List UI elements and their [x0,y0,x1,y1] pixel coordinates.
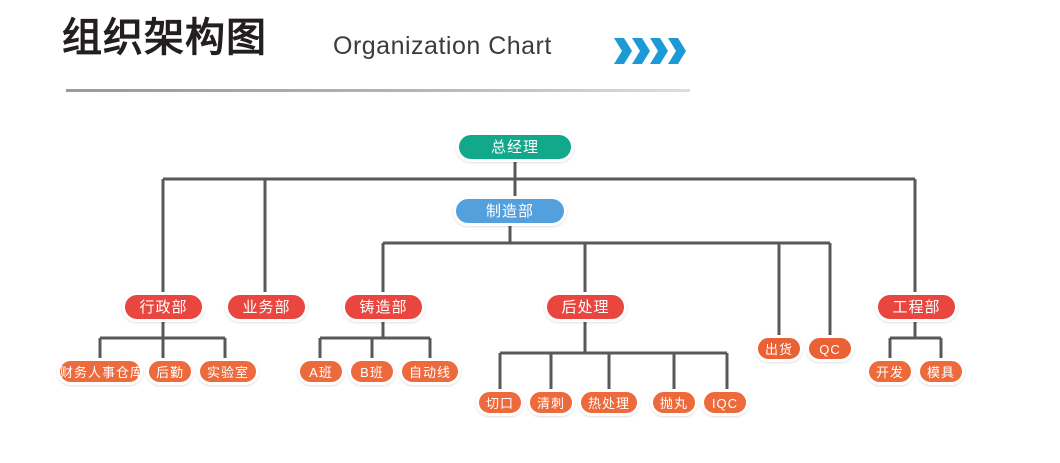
org-node-automatic-line[interactable]: 自动线 [399,358,461,385]
org-node-iqc[interactable]: IQC [701,389,749,416]
org-node-business-dept[interactable]: 业务部 [225,292,308,322]
org-node-shift-a[interactable]: A班 [297,358,345,385]
page-header: 组织架构图 Organization Chart [0,0,1060,100]
org-node-deburring[interactable]: 清刺 [527,389,575,416]
header-divider [66,89,690,92]
org-node-casting-dept[interactable]: 铸造部 [342,292,425,322]
org-node-qc[interactable]: QC [806,335,854,362]
org-node-administration-dept[interactable]: 行政部 [122,292,205,322]
org-node-cutting[interactable]: 切口 [476,389,524,416]
org-node-post-processing[interactable]: 后处理 [544,292,627,322]
double-chevron-right-icon [614,38,692,69]
org-node-laboratory[interactable]: 实验室 [197,358,259,385]
org-node-engineering-dept[interactable]: 工程部 [875,292,958,322]
org-node-shipping[interactable]: 出货 [755,335,803,362]
org-node-mold[interactable]: 模具 [917,358,965,385]
org-node-finance-hr-warehouse[interactable]: 财务人事仓库 [57,358,143,385]
org-node-logistics[interactable]: 后勤 [146,358,194,385]
org-node-manufacturing-dept[interactable]: 制造部 [453,196,567,226]
page-title-english: Organization Chart [333,32,552,60]
org-node-heat-treatment[interactable]: 热处理 [578,389,640,416]
org-node-shift-b[interactable]: B班 [348,358,396,385]
org-node-shot-blasting[interactable]: 抛丸 [650,389,698,416]
page-title-chinese: 组织架构图 [62,16,267,60]
org-node-general-manager[interactable]: 总经理 [456,132,574,162]
org-node-development[interactable]: 开发 [866,358,914,385]
